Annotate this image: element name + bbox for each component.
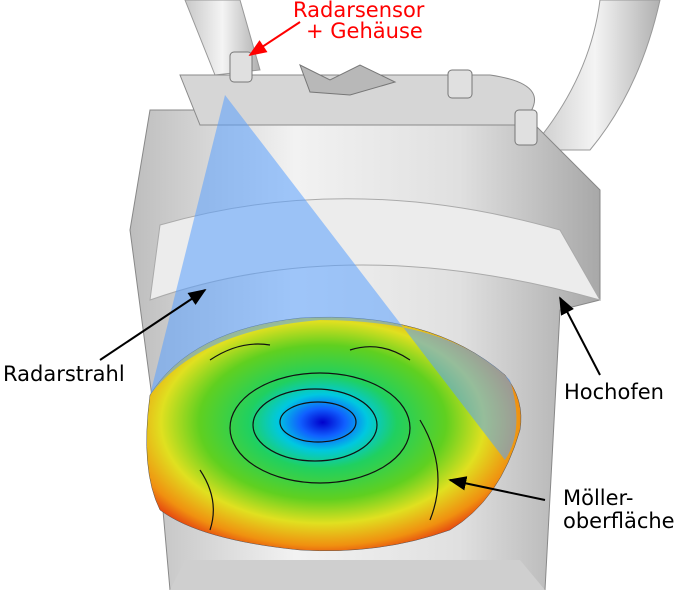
sensor-label-line1: Radarsensor: [293, 0, 425, 22]
burden-label-line1: Möller-: [563, 486, 634, 510]
sensor-arrow: [248, 21, 301, 56]
furnace-arrow: [559, 296, 601, 376]
radar-beam-cone: [150, 95, 517, 460]
uptake-pipe-right: [528, 0, 661, 151]
burden-arrow: [448, 476, 546, 501]
burden-label-line2: oberfläche: [563, 509, 675, 533]
contour-lines: [199, 343, 439, 531]
nozzle: [447, 69, 473, 99]
beam-arrow: [99, 289, 207, 361]
radar-sensor-housing: [229, 51, 253, 83]
nozzle: [514, 109, 538, 146]
furnace-label: Hochofen: [564, 380, 664, 404]
top-plate-cross: [299, 63, 397, 96]
sensor-label-line2: + Gehäuse: [306, 19, 423, 43]
beam-label: Radarstrahl: [3, 362, 125, 386]
furnace-base: [170, 560, 545, 590]
